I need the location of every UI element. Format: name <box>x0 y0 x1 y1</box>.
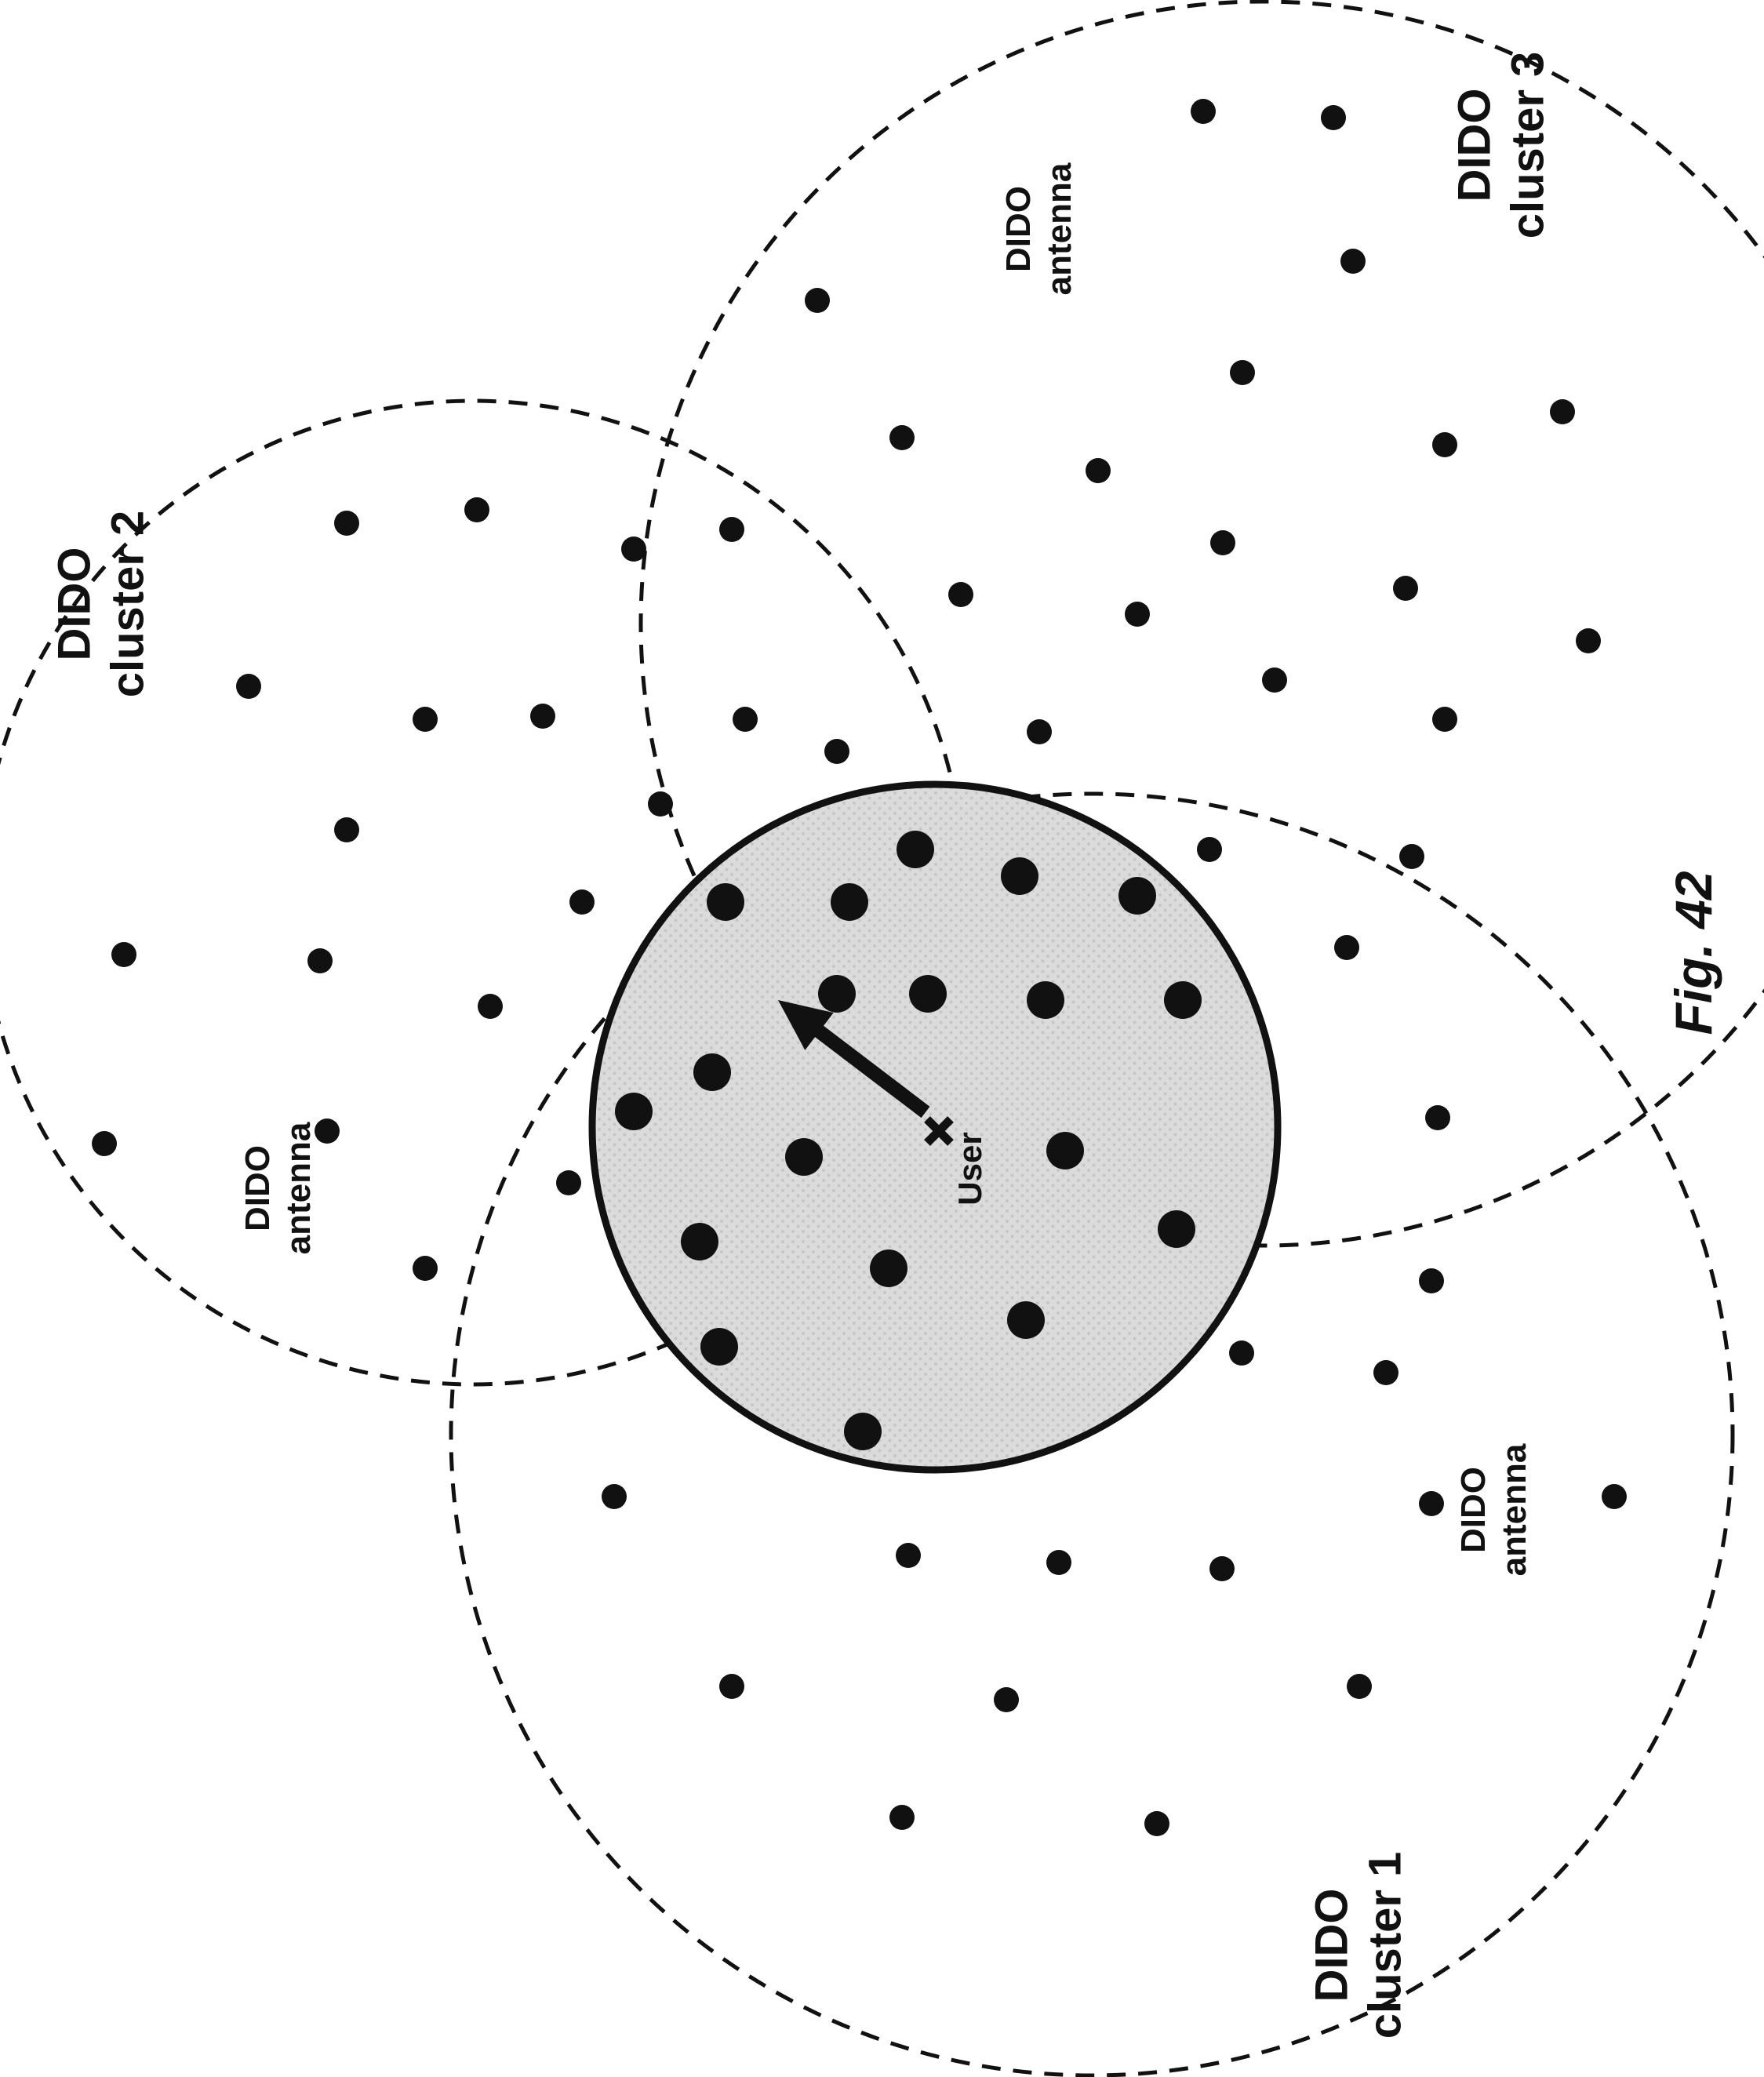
antenna-dot-cluster2 <box>334 511 359 536</box>
antenna-dot-cluster1 <box>1602 1484 1627 1509</box>
user-cluster-antenna-dot <box>693 1053 731 1091</box>
antenna-dot-cluster3 <box>1210 530 1235 555</box>
cluster-2-label: DIDO cluster 2 <box>49 511 156 698</box>
antenna-dot-cluster2 <box>236 674 261 699</box>
antenna-dot-cluster2 <box>530 704 555 729</box>
user-cluster-antenna-dot <box>1164 981 1202 1019</box>
user-cluster-antenna-dot <box>1158 1210 1195 1248</box>
user-cluster-antenna-dot <box>831 883 868 921</box>
antenna-dot-cluster2 <box>569 889 595 915</box>
antenna-dot-cluster1 <box>1347 1674 1372 1699</box>
antenna-dot-cluster2 <box>648 791 673 817</box>
antenna-dot-cluster2 <box>413 1256 438 1281</box>
cluster-3-label-line1: DIDO <box>1449 88 1500 202</box>
user-cluster-antenna-dot <box>707 883 744 921</box>
antenna-dot-cluster1 <box>1425 1105 1450 1130</box>
user-cluster-antenna-dot <box>700 1328 738 1366</box>
user-label: User <box>951 1132 989 1206</box>
antenna-dot-cluster3 <box>1576 628 1601 653</box>
antenna-dot-cluster3 <box>1027 719 1052 744</box>
antenna-dot-cluster1 <box>1209 1556 1235 1581</box>
antenna-dot-cluster3 <box>1125 602 1150 627</box>
dido-antenna-label-cluster1: DIDO antenna <box>1453 1444 1535 1577</box>
antenna-label-line2: antenna <box>279 1122 318 1255</box>
antenna-dot-cluster3 <box>1550 399 1575 424</box>
antenna-dot-cluster1 <box>602 1484 627 1509</box>
user-cluster-antenna-dot <box>1001 857 1038 895</box>
cluster-1-label-line1: DIDO <box>1306 1888 1358 2002</box>
antenna-dot-cluster3 <box>889 425 915 450</box>
antenna-dot-cluster2 <box>111 942 136 967</box>
user-cluster-antenna-dot <box>870 1249 907 1287</box>
antenna-dot-cluster1 <box>1419 1491 1444 1516</box>
antenna-dot-cluster2 <box>719 517 744 542</box>
user-cluster-antenna-dot <box>1046 1132 1084 1169</box>
user-cluster-antenna-dot <box>818 975 856 1013</box>
antenna-dot-cluster3 <box>1321 105 1346 130</box>
antenna-dot-cluster3 <box>824 739 849 764</box>
antenna-dot-cluster3 <box>1399 844 1424 869</box>
figure-caption: Fig. 42 <box>1664 871 1723 1035</box>
antenna-dot-cluster3 <box>1191 99 1216 124</box>
dido-antenna-label-cluster2: DIDO antenna <box>238 1122 319 1255</box>
antenna-label-line1: DIDO <box>238 1145 278 1232</box>
antenna-dot-cluster1 <box>994 1687 1019 1712</box>
user-cluster-antenna-dot <box>897 831 934 868</box>
cluster-3-label: DIDO cluster 3 <box>1449 52 1556 239</box>
antenna-dot-cluster3 <box>1230 360 1255 385</box>
antenna-dot-cluster3 <box>1393 576 1418 601</box>
antenna-dot-cluster3 <box>1334 935 1359 960</box>
user-cluster-antenna-dot <box>1007 1301 1045 1339</box>
handoff-arrow-shaft <box>811 1023 930 1119</box>
user-cluster-antenna-dot <box>844 1413 882 1450</box>
antenna-dot-cluster1 <box>1046 1550 1071 1575</box>
cluster-3-label-line2: cluster 3 <box>1503 51 1554 239</box>
antenna-dot-cluster2 <box>478 994 503 1019</box>
antenna-dot-cluster1 <box>1419 1268 1444 1293</box>
antenna-dot-cluster2 <box>92 1131 117 1156</box>
antenna-label-line2: antenna <box>1495 1443 1533 1577</box>
user-cluster-antenna-dot <box>681 1223 718 1260</box>
antenna-dot-cluster3 <box>1086 458 1111 483</box>
antenna-dot-cluster3 <box>1340 249 1366 274</box>
user-cluster-antenna-dot <box>1118 877 1156 915</box>
antenna-dot-cluster1 <box>1373 1360 1398 1385</box>
antenna-dot-cluster2 <box>733 707 758 732</box>
antenna-label-line1: DIDO <box>999 186 1038 273</box>
user-cluster-antenna-dot <box>1027 981 1064 1019</box>
user-cluster-antenna-dot <box>615 1093 653 1130</box>
antenna-dot-cluster3 <box>1432 707 1457 732</box>
antenna-dot-cluster2 <box>413 707 438 732</box>
cluster-1-label: DIDO cluster 1 <box>1306 1852 1413 2039</box>
user-cluster-antenna-dot <box>909 975 947 1013</box>
cluster-2-label-line1: DIDO <box>49 547 100 661</box>
handoff-arrow-head <box>778 1000 834 1050</box>
cluster-3-boundary-circle <box>638 0 1764 1248</box>
antenna-dot-cluster1 <box>1144 1811 1169 1836</box>
antenna-label-line2: antenna <box>1040 162 1078 296</box>
antenna-dot-cluster1 <box>1229 1340 1254 1366</box>
antenna-dot-cluster1 <box>889 1805 915 1830</box>
antenna-dot-cluster2 <box>334 817 359 842</box>
cluster-1-label-line2: cluster 1 <box>1360 1851 1411 2039</box>
user-cluster-antenna-dot <box>785 1138 823 1176</box>
cluster-2-label-line2: cluster 2 <box>103 510 154 698</box>
antenna-dot-cluster2 <box>315 1119 340 1144</box>
antenna-dot-cluster1 <box>896 1543 921 1568</box>
dido-antenna-label-cluster3: DIDO antenna <box>998 163 1080 296</box>
antenna-dot-cluster3 <box>805 288 830 313</box>
antenna-dot-cluster1 <box>719 1674 744 1699</box>
antenna-dot-cluster3 <box>1432 432 1457 457</box>
antenna-dot-cluster3 <box>948 582 973 607</box>
antenna-dot-cluster3 <box>1197 837 1222 862</box>
antenna-dot-cluster3 <box>1262 667 1287 693</box>
antenna-label-line1: DIDO <box>1454 1467 1493 1554</box>
antenna-dot-cluster2 <box>464 497 489 522</box>
cluster-1-boundary-circle <box>449 791 1735 2077</box>
user-marker <box>924 1116 954 1146</box>
antenna-dot-cluster2 <box>556 1170 581 1195</box>
antenna-dot-cluster2 <box>621 537 646 562</box>
antenna-dot-cluster2 <box>307 948 333 973</box>
